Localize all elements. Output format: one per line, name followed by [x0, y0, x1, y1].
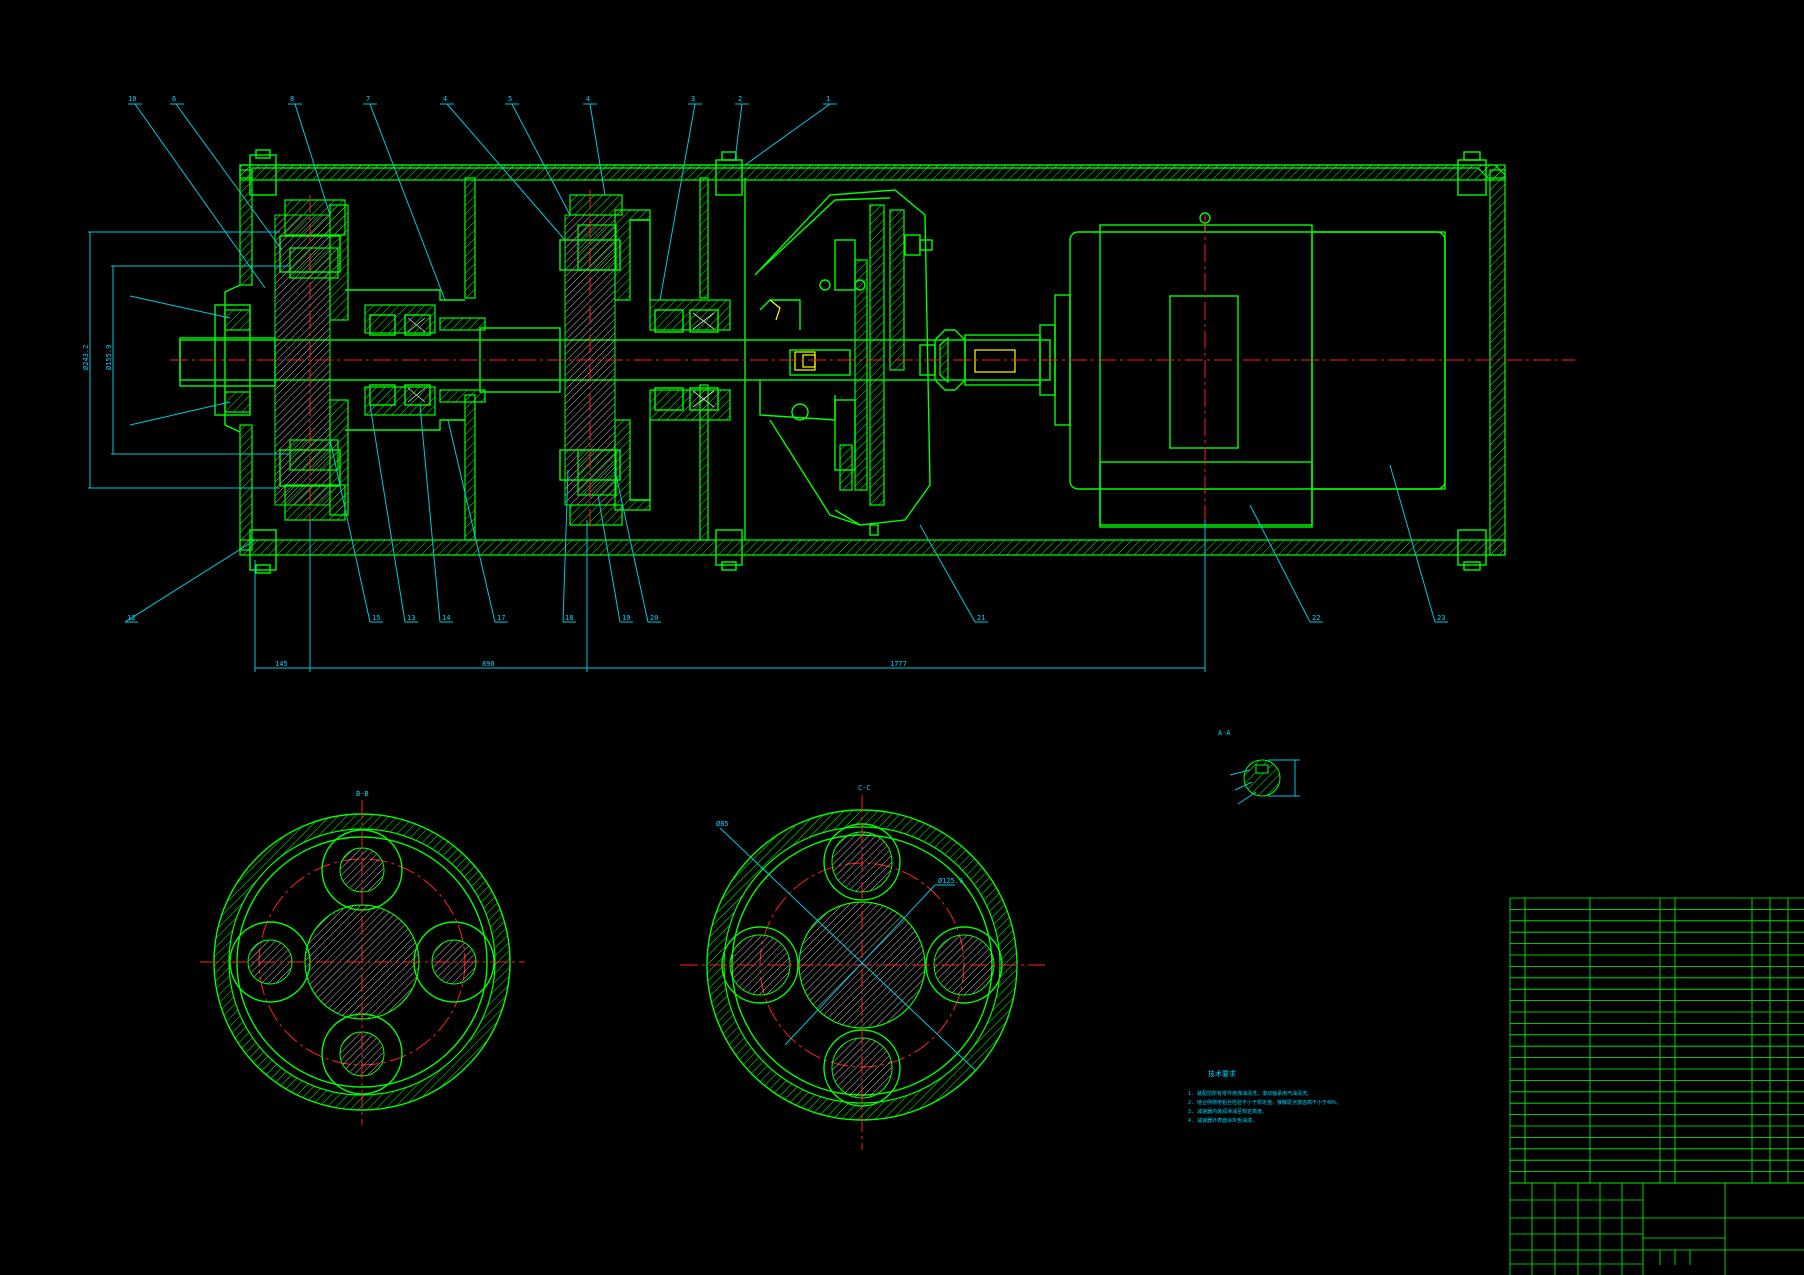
leaders-top: 10 6 8 7 4 5 4 3 2 1: [128, 95, 837, 426]
balloon-3: 3: [691, 95, 695, 103]
balloon-1: 1: [826, 95, 830, 103]
housing-right-wall: [1489, 169, 1506, 556]
balloon-5: 5: [508, 95, 512, 103]
leaders-bottom: 12 15 13 14 17 18 19 20 21 22 23: [124, 404, 1448, 623]
technical-notes: 技术要求 1. 装配前所有零件用煤油清洗，滚动轴承用汽油清洗。 2. 啮合侧隙用…: [1188, 1069, 1341, 1124]
tech-note-1: 1. 装配前所有零件用煤油清洗，滚动轴承用汽油清洗。: [1188, 1090, 1312, 1097]
partition-2-top: [699, 177, 709, 299]
title-block: [1510, 1182, 1804, 1275]
balloon-12: 12: [127, 614, 135, 622]
balloon-15: 15: [372, 614, 380, 622]
main-section-view: Ø243.2 Ø155.9 145 890 1777 10 6 8: [82, 95, 1575, 672]
clutch-assembly: [754, 189, 936, 536]
section-label-right: C-C: [858, 784, 871, 792]
dim-vertical-outer: Ø243.2: [82, 345, 90, 370]
dim-length-a: 145: [275, 660, 288, 668]
parts-list-table: [1509, 897, 1804, 1275]
balloon-14: 14: [442, 614, 450, 622]
balloon-4a: 4: [443, 95, 447, 103]
dimension-lines: Ø243.2 Ø155.9 145 890 1777: [82, 231, 1206, 672]
output-shaft-stage: [179, 199, 465, 521]
balloon-7: 7: [366, 95, 370, 103]
partition-1-top: [464, 177, 476, 299]
balloon-6: 6: [172, 95, 176, 103]
balloon-8: 8: [290, 95, 294, 103]
tech-note-2: 2. 啮合侧隙用铅丝检验不小于规定值，接触斑点按齿高不小于40%。: [1188, 1099, 1341, 1106]
dim-gear-dia-b: Ø125.6: [938, 877, 963, 885]
parts-list-rows: [1510, 909, 1804, 1184]
balloon-19: 19: [622, 614, 630, 622]
dim-length-c: 1777: [890, 660, 907, 668]
balloon-23: 23: [1437, 614, 1445, 622]
detail-label: A-A: [1218, 729, 1231, 737]
partition-1-bottom: [464, 394, 476, 541]
tech-note-4: 4. 减速器外表面涂灰色油漆。: [1188, 1117, 1257, 1124]
balloon-4b: 4: [586, 95, 590, 103]
dim-length-b: 890: [482, 660, 495, 668]
balloon-2: 2: [738, 95, 742, 103]
balloon-20: 20: [650, 614, 658, 622]
tech-note-3: 3. 减速器内装润滑油至规定高度。: [1188, 1108, 1267, 1115]
housing-bottom: [239, 539, 1506, 556]
tech-notes-title: 技术要求: [1208, 1069, 1236, 1078]
balloon-17: 17: [497, 614, 505, 622]
balloon-10: 10: [128, 95, 136, 103]
balloon-13: 13: [407, 614, 415, 622]
electric-motor: [1069, 212, 1446, 528]
cross-section-left: B-B: [200, 790, 525, 1125]
dim-vertical-inner: Ø155.9: [105, 345, 113, 370]
detail-view-aa: A-A: [1218, 729, 1300, 805]
left-cover: [224, 284, 241, 433]
cross-section-right: C-C Ø85 Ø125.6: [680, 784, 1045, 1150]
balloon-22: 22: [1312, 614, 1320, 622]
flange-bolts: [249, 149, 1487, 574]
partition-2-bottom: [699, 384, 709, 541]
balloon-21: 21: [977, 614, 985, 622]
housing-top: [239, 164, 1506, 181]
balloon-18: 18: [565, 614, 573, 622]
section-label-left: B-B: [356, 790, 369, 798]
dim-gear-dia: Ø85: [716, 820, 729, 828]
bearing-block-1: [364, 304, 486, 416]
bearing-block-2: [649, 299, 731, 421]
